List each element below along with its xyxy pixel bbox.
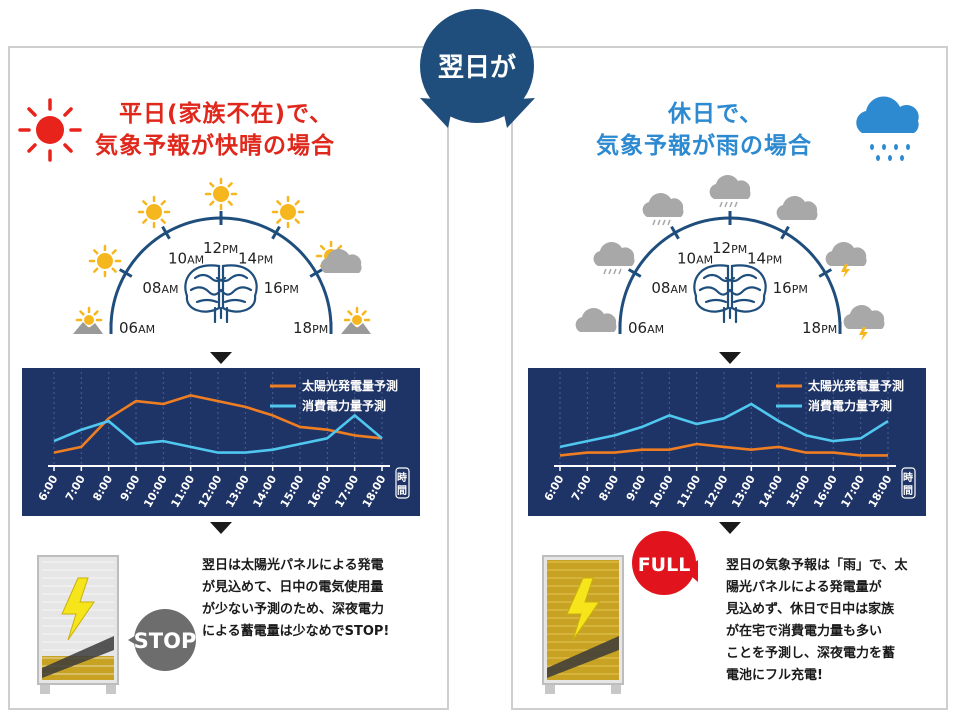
left-title: 平日(家族不在)で、 気象予報が快晴の場合 <box>95 98 335 162</box>
right-description-line: ことを予測し、深夜電力を蓄 <box>726 646 896 661</box>
left-title-line1: 平日(家族不在)で、 <box>119 101 334 127</box>
left-description-line: が見込めて、日中の電気使用量 <box>202 580 384 595</box>
left-description-line: が少ない予測のため、深夜電力 <box>202 602 385 617</box>
left-description-line: による蓄電量は少なめでSTOP! <box>202 624 390 639</box>
right-description-line: 電池にフル充電! <box>726 668 823 683</box>
right-description-line: 見込めず、休日で日中は家族 <box>726 602 895 617</box>
right-description-line: が在宅で消費電力量も多い <box>726 624 883 639</box>
left-description: 翌日は太陽光パネルによる発電 が見込めて、日中の電気使用量 が少ない予測のため、… <box>202 555 389 643</box>
right-description-line: 陽光パネルによる発電量が <box>726 580 882 595</box>
right-title-line1: 休日で、 <box>668 101 764 127</box>
left-description-line: 翌日は太陽光パネルによる発電 <box>202 558 384 573</box>
next-day-badge-text: 翌日が <box>438 52 516 83</box>
right-title-line2: 気象予報が雨の場合 <box>596 133 812 159</box>
right-description: 翌日の気象予報は「雨」で、太 陽光パネルによる発電量が 見込めず、休日で日中は家… <box>726 555 907 687</box>
right-description-line: 翌日の気象予報は「雨」で、太 <box>726 558 908 573</box>
left-title-line2: 気象予報が快晴の場合 <box>95 133 335 159</box>
right-title: 休日で、 気象予報が雨の場合 <box>596 98 812 162</box>
